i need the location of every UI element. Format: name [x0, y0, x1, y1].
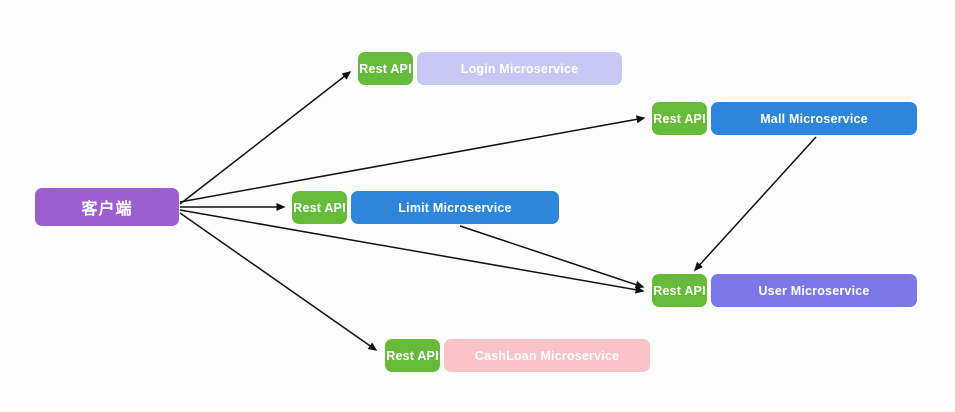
arrow-client-to-login-api: [179, 71, 352, 205]
user-microservice-node: User Microservice: [711, 274, 917, 307]
cashloan-rest-api-node: Rest API: [385, 339, 440, 372]
mall-rest-api-node: Rest API: [652, 102, 707, 135]
client-node: 客户端: [35, 188, 179, 226]
arrow-client-to-mall-api: [179, 115, 646, 203]
login-rest-api-node: Rest API: [358, 52, 413, 85]
cashloan-microservice-node: CashLoan Microservice: [444, 339, 650, 372]
user-rest-api-node: Rest API: [652, 274, 707, 307]
arrow-mall-to-user-api: [693, 136, 817, 272]
arrow-client-to-cashloan-api: [179, 212, 378, 351]
mall-microservice-node: Mall Microservice: [711, 102, 917, 135]
arrow-limit-to-user-api: [459, 225, 645, 289]
limit-microservice-node: Limit Microservice: [351, 191, 559, 224]
login-microservice-node: Login Microservice: [417, 52, 622, 85]
limit-rest-api-node: Rest API: [292, 191, 347, 224]
